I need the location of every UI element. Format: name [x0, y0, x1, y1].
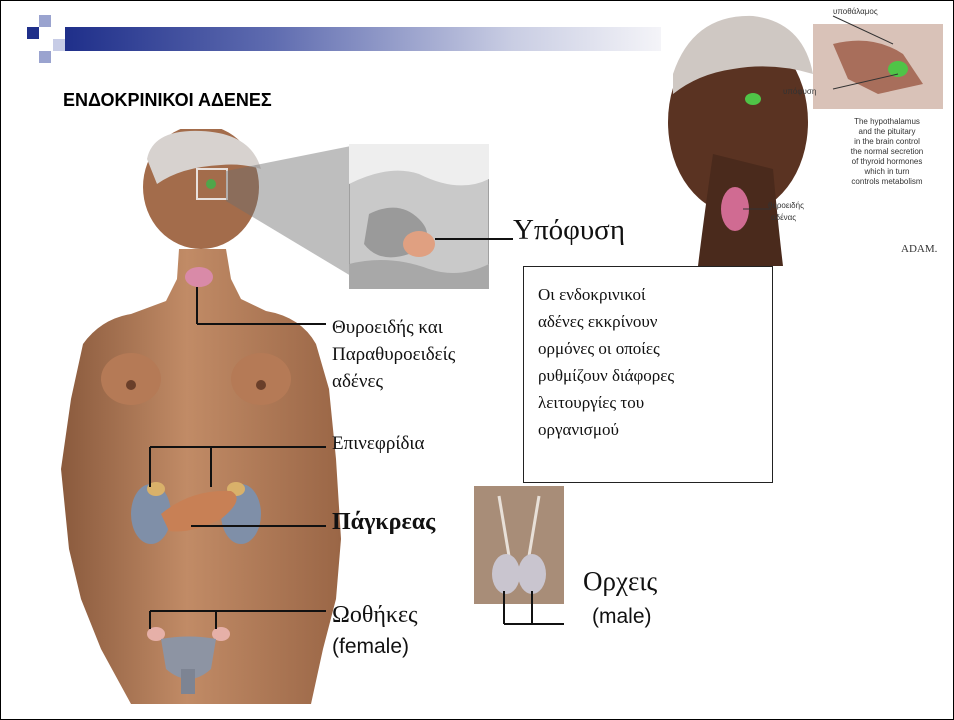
- inset-caption-line: the normal secretion: [851, 147, 923, 156]
- label-testes-sub: (male): [592, 605, 652, 629]
- inset-caption-line: of thyroid hormones: [852, 157, 923, 166]
- inset-label-thyroid-line1: θυροειδής: [768, 201, 804, 210]
- header-square-1: [27, 27, 39, 39]
- textbox-line: λειτουργίες του: [538, 389, 772, 416]
- inset-caption-line: which in turn: [864, 167, 910, 176]
- label-thyroid: Θυροειδής και Παραθυροειδείς αδένες: [332, 314, 455, 395]
- textbox-line: οργανισμού: [538, 416, 772, 443]
- label-pancreas: Πάγκρεας: [332, 509, 435, 536]
- header-square-4: [53, 39, 65, 51]
- label-pituitary: Υπόφυση: [513, 214, 625, 247]
- label-thyroid-line3: αδένες: [332, 368, 455, 395]
- textbox-line: αδένες εκκρίνουν: [538, 308, 772, 335]
- inset-caption-line: The hypothalamus: [854, 117, 920, 126]
- head-inset-illustration: υποθάλαμος υπόφυση θυροειδής αδένας The …: [653, 4, 951, 266]
- inset-caption-line: in the brain control: [854, 137, 920, 146]
- adam-brand-logo: ADAM.: [901, 243, 938, 255]
- label-thyroid-line1: Θυροειδής και: [332, 314, 455, 341]
- description-textbox: Οι ενδοκρινικοί αδένες εκκρίνουν ορμόνες…: [523, 266, 773, 483]
- inset-caption-line: controls metabolism: [851, 177, 922, 186]
- textbox-line: Οι ενδοκρινικοί: [538, 281, 772, 308]
- inset-label-pituitary: υπόφυση: [783, 87, 816, 96]
- zoom-projection: [226, 146, 356, 306]
- header-square-3: [39, 51, 51, 63]
- label-ovaries: Ωοθήκες: [332, 602, 418, 629]
- testes-inset: [474, 486, 564, 626]
- inset-label-hypothalamus: υποθάλαμος: [833, 7, 878, 16]
- label-thyroid-line2: Παραθυροειδείς: [332, 341, 455, 368]
- label-testes: Ορχεις: [583, 566, 657, 597]
- pituitary-zoom-inset: [349, 144, 489, 289]
- textbox-line: ορμόνες οι οποίες: [538, 335, 772, 362]
- inset-caption-line: and the pituitary: [859, 127, 916, 136]
- label-ovaries-sub: (female): [332, 635, 409, 659]
- header-square-2: [39, 15, 51, 27]
- slide-title: ΕΝΔΟΚΡΙΝΙΚΟΙ ΑΔΕΝΕΣ: [63, 90, 272, 111]
- label-adrenals: Επινεφρίδια: [332, 433, 424, 455]
- pituitary-pointer: [489, 237, 513, 241]
- textbox-line: ρυθμίζουν διάφορες: [538, 362, 772, 389]
- inset-label-thyroid-line2: αδένας: [771, 213, 796, 222]
- header-gradient-bar: [65, 27, 661, 51]
- header-decoration: [1, 1, 663, 71]
